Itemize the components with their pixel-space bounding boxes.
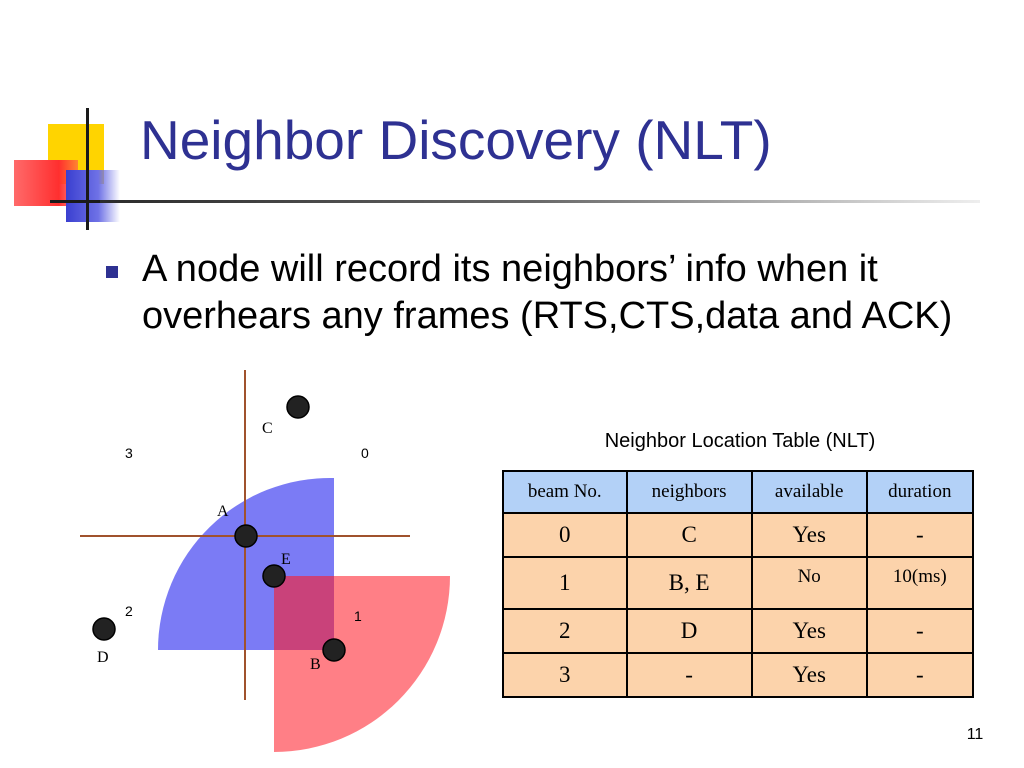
title-underline [100, 200, 980, 203]
table-header-row: beam No. neighbors available duration [502, 470, 975, 514]
header-available: available [750, 470, 868, 514]
cell-beam: 2 [502, 608, 628, 654]
cell-neighbors: - [625, 652, 753, 698]
cell-beam: 0 [502, 512, 628, 558]
cell-available: Yes [750, 608, 868, 654]
beam-overlap-region [274, 576, 334, 650]
node-d [92, 617, 116, 641]
cell-available: Yes [750, 652, 868, 698]
cell-neighbors: D [625, 608, 753, 654]
logo-vertical-line [86, 108, 89, 230]
beam-label-0: 0 [361, 445, 369, 461]
cell-available: No [750, 556, 868, 610]
node-b [322, 638, 346, 662]
bullet-square-icon [106, 266, 118, 278]
node-label-b: B [310, 656, 321, 673]
node-label-e: E [281, 551, 291, 568]
table-row: 2 D Yes - [502, 608, 975, 654]
cell-available: Yes [750, 512, 868, 558]
header-beam-no: beam No. [502, 470, 628, 514]
node-label-a: A [217, 503, 229, 520]
cell-beam: 1 [502, 556, 628, 610]
table-row: 1 B, E No 10(ms) [502, 556, 975, 610]
table-row: 3 - Yes - [502, 652, 975, 698]
node-a [234, 524, 258, 548]
bullet-text: A node will record its neighbors’ info w… [142, 248, 953, 338]
slide-title: Neighbor Discovery (NLT) [140, 109, 772, 171]
beam-label-3: 3 [125, 445, 133, 461]
cell-neighbors: B, E [625, 556, 753, 610]
cell-duration: - [865, 512, 975, 558]
beam-label-2: 2 [125, 603, 133, 619]
cell-duration: 10(ms) [865, 556, 975, 610]
cell-beam: 3 [502, 652, 628, 698]
page-number: 11 [966, 726, 984, 743]
node-e [262, 564, 286, 588]
cell-duration: - [865, 652, 975, 698]
header-duration: duration [865, 470, 975, 514]
beam-label-1: 1 [354, 608, 362, 624]
cell-neighbors: C [625, 512, 753, 558]
logo-horizontal-line [50, 200, 130, 203]
cell-duration: - [865, 608, 975, 654]
node-label-c: C [262, 420, 273, 437]
header-neighbors: neighbors [625, 470, 753, 514]
neighbor-location-table: beam No. neighbors available duration 0 … [502, 470, 975, 698]
logo-blue-square [66, 170, 120, 222]
table-caption: Neighbor Location Table (NLT) [604, 430, 876, 452]
node-c [286, 395, 310, 419]
node-label-d: D [97, 649, 109, 666]
table-row: 0 C Yes - [502, 512, 975, 558]
